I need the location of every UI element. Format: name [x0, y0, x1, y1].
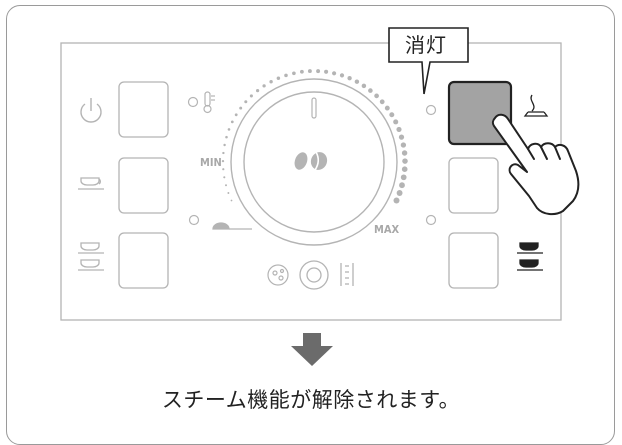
dial-level-dot	[276, 76, 281, 80]
dial-level-dot	[249, 94, 253, 98]
scoop-indicator-led	[188, 214, 200, 226]
dial-level-dot	[361, 83, 367, 89]
dial-level-dot	[401, 150, 408, 156]
dial-level-dot	[402, 158, 408, 164]
callout-bubble	[388, 27, 469, 95]
right-indicator-led	[425, 214, 437, 226]
dial-level-dot	[332, 71, 337, 76]
dial-level-dot	[225, 135, 228, 139]
dial-max-label: MAX	[374, 223, 400, 236]
dial-level-dot	[396, 190, 403, 196]
pointing-hand-icon	[491, 113, 580, 216]
coffee-outlet-icon	[299, 260, 329, 290]
double-cup-button-left[interactable]	[118, 232, 169, 289]
dial-level-dot	[393, 197, 400, 204]
dial-pointer	[311, 97, 317, 119]
dial-level-dot	[222, 151, 225, 155]
grind-icon	[340, 263, 354, 286]
control-panel-illustration	[60, 27, 580, 366]
dial-level-dot	[222, 168, 225, 171]
dial-level-dot	[227, 128, 231, 131]
temp-indicator-led	[187, 96, 199, 108]
dial-level-dot	[269, 80, 273, 84]
dial-level-dot	[400, 174, 407, 181]
dial-level-dot	[393, 119, 399, 125]
double-cup-icon	[78, 242, 104, 271]
dial-level-dot	[401, 166, 408, 173]
power-button[interactable]	[118, 81, 169, 138]
dial-level-dot	[230, 120, 234, 124]
dial-level-dot	[307, 69, 312, 74]
dial-level-dot	[368, 88, 373, 93]
dial-level-dot	[300, 69, 304, 74]
thermometer-icon	[203, 91, 215, 114]
dial-level-dot	[316, 69, 321, 74]
dial-level-dot	[292, 71, 296, 76]
dial-level-dot	[399, 182, 405, 189]
dial-level-dot	[230, 199, 233, 202]
single-cup-icon	[78, 177, 104, 190]
scoop-icon	[212, 222, 252, 230]
dial-level-dot	[262, 84, 266, 88]
dial-level-dot	[339, 73, 345, 78]
down-arrow-icon	[291, 333, 333, 366]
dial-level-dot	[324, 69, 329, 74]
coffee-beans-icon	[294, 151, 328, 171]
dial-min-label: MIN	[200, 156, 222, 169]
decalcify-icon	[267, 264, 289, 286]
steam-icon	[523, 94, 549, 117]
caption-text: スチーム機能が解除されます。	[161, 388, 461, 412]
dial-level-dot	[239, 106, 243, 110]
callout-label: 消灯	[405, 32, 447, 57]
dial-level-dot	[225, 184, 227, 187]
dial-level-dot	[284, 73, 288, 78]
dial-level-dot	[384, 105, 390, 111]
dial-level-dot	[256, 89, 260, 93]
power-icon	[80, 98, 102, 123]
double-cup-icon	[517, 242, 543, 271]
dial-level-dot	[379, 99, 385, 105]
dial-level-dot	[354, 79, 360, 84]
dial-level-dot	[244, 100, 248, 104]
dial-level-dot	[234, 113, 238, 117]
dial-level-dot	[396, 126, 402, 132]
dial-level-dot	[347, 76, 352, 81]
dial-level-dot	[221, 159, 225, 163]
single-cup-button[interactable]	[118, 157, 169, 214]
double-cup-button-right[interactable]	[448, 232, 499, 289]
dial-level-dot	[400, 142, 407, 148]
dial-level-dots	[221, 69, 408, 204]
dial-level-dot	[227, 192, 230, 194]
right-middle-button[interactable]	[448, 157, 499, 214]
dial-level-dot	[223, 143, 226, 147]
dial-level-dot	[374, 93, 379, 99]
dial-level-dot	[389, 112, 395, 118]
dial-level-dot	[398, 134, 405, 140]
steam-indicator-led	[425, 104, 437, 116]
dial-level-dot	[223, 176, 226, 179]
